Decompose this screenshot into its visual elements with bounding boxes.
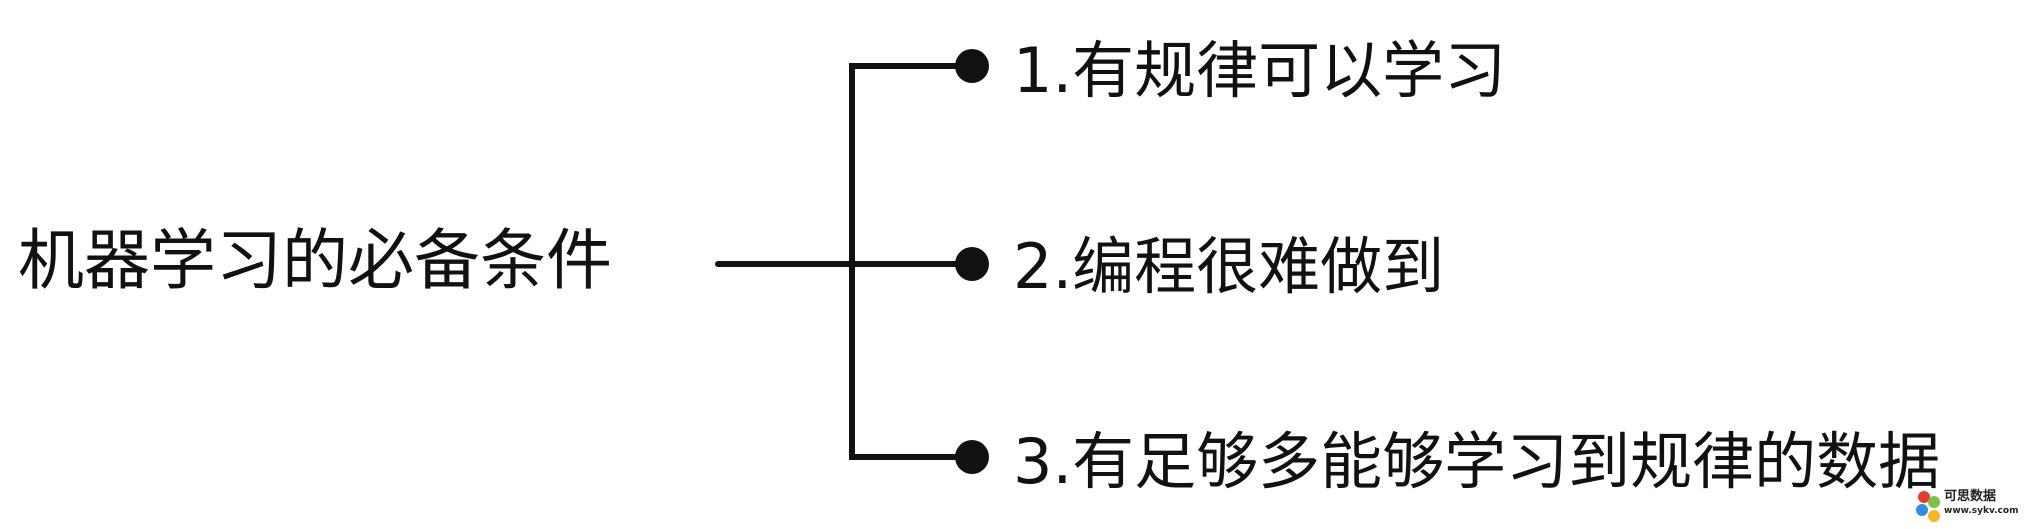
branch-bullet-1 bbox=[955, 49, 989, 83]
branch-node-label-1: 1.有规律可以学习 bbox=[1013, 34, 1507, 107]
root-node-label: 机器学习的必备条件 bbox=[18, 222, 612, 299]
watermark-url: www.sykv.com bbox=[1944, 506, 2019, 516]
branch-bullet-3 bbox=[955, 440, 989, 474]
branch-node-label-3: 3.有足够多能够学习到规律的数据 bbox=[1013, 425, 1941, 498]
watermark-logo-icon bbox=[1916, 491, 1940, 522]
watermark-text: 可思数据 bbox=[1944, 489, 1997, 504]
branch-node-label-2: 2.编程很难做到 bbox=[1013, 230, 1445, 303]
branch-bullet-2 bbox=[955, 247, 989, 281]
